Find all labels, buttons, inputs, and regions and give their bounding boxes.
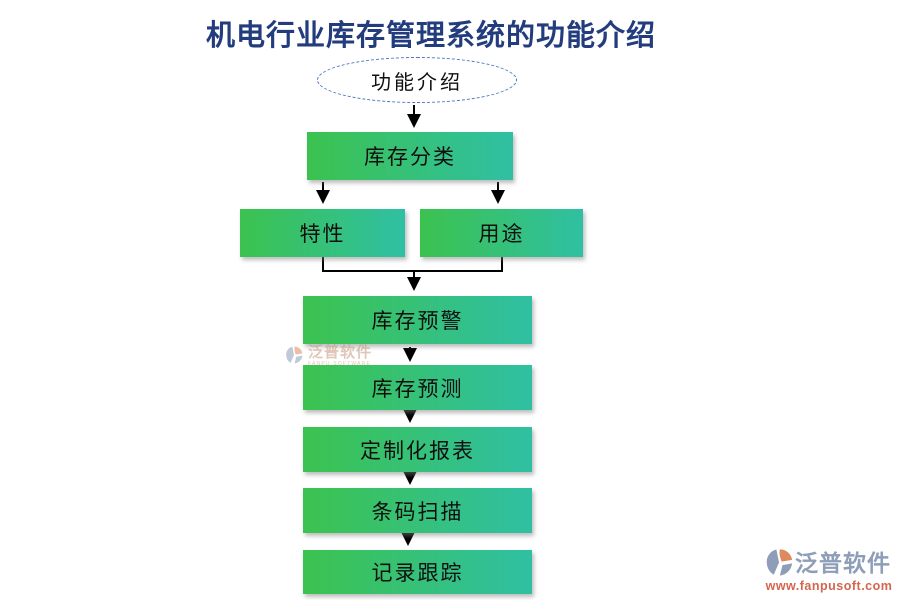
flow-node-label: 记录跟踪 <box>371 561 464 585</box>
flow-node-label: 用途 <box>478 222 525 246</box>
flow-node-label: 特性 <box>299 222 346 246</box>
fanpu-logo: 泛普软件 www.fanpusoft.com <box>765 547 893 593</box>
watermark: 泛普软件 FANPU SOFTWARE <box>285 345 372 367</box>
flow-node-label: 库存分类 <box>364 145 456 169</box>
watermark-brand-text: 泛普软件 <box>308 344 373 361</box>
flow-node-characteristics: 特性 <box>240 209 405 257</box>
fanpu-brand-text: 泛普软件 <box>795 549 891 576</box>
watermark-subtext: FANPU SOFTWARE <box>308 361 372 367</box>
flow-node-label: 条码扫描 <box>371 499 464 524</box>
flow-node-label: 功能介绍 <box>371 71 463 94</box>
flow-node-usage: 用途 <box>420 209 583 257</box>
flow-node-label: 库存预警 <box>371 309 464 333</box>
flow-node-record-tracking: 记录跟踪 <box>303 550 532 594</box>
flow-node-label: 库存预测 <box>371 376 464 401</box>
flow-node-label: 定制化报表 <box>360 438 475 463</box>
flow-node-root-ellipse: 功能介绍 <box>317 57 517 103</box>
flow-node-inventory-warning: 库存预警 <box>303 296 532 344</box>
fanpu-logo-icon <box>286 346 303 364</box>
flow-node-barcode-scanning: 条码扫描 <box>303 488 532 533</box>
page-title: 机电行业库存管理系统的功能介绍 <box>205 20 657 52</box>
fanpu-url-text: www.fanpusoft.com <box>765 579 893 593</box>
fanpu-logo-icon <box>766 549 793 576</box>
flow-node-custom-reports: 定制化报表 <box>303 427 532 472</box>
flow-node-inventory-classification: 库存分类 <box>307 132 513 180</box>
flow-node-inventory-forecast: 库存预测 <box>303 365 532 410</box>
